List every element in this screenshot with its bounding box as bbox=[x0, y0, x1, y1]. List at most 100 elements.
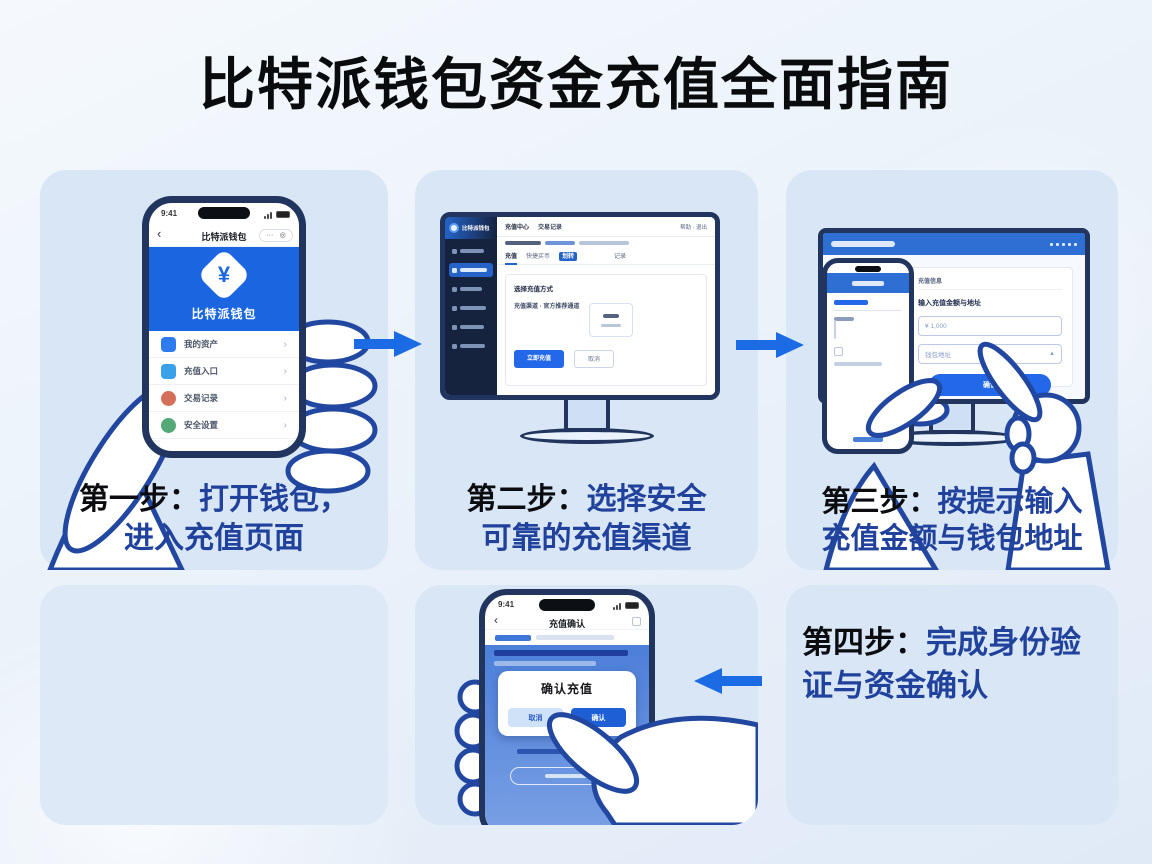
sidebar: 比特派钱包 bbox=[445, 217, 497, 395]
top-nav-bar: 充值中心 交易记录 帮助 · 退出 bbox=[497, 217, 715, 237]
form-label: 输入充值金额与地址 bbox=[918, 300, 981, 307]
step3-panel: 充值信息 输入充值金额与地址 ¥ 1,000 钱包地址 ▲ 确认 bbox=[786, 170, 1118, 570]
chevron-right-icon: › bbox=[283, 365, 287, 377]
menu-item-label: 充值入口 bbox=[184, 366, 219, 376]
wallet-logo-icon: ¥ bbox=[197, 248, 251, 302]
more-icon: ··· bbox=[266, 232, 274, 239]
sub-header bbox=[485, 630, 649, 645]
caption-line2: 充值金额与钱包地址 bbox=[821, 522, 1083, 555]
status-time: 9:41 bbox=[161, 209, 178, 218]
tab: 快捷买币 bbox=[526, 253, 551, 260]
step4-panel: 9:41 ‹ 充值确认 确认充值 取消 bbox=[415, 585, 758, 825]
cancel-button: 取消 bbox=[508, 708, 563, 727]
menu-item: 安全设置 › bbox=[149, 412, 299, 439]
menu-item-label: 交易记录 bbox=[184, 393, 219, 403]
main-content: 充值中心 交易记录 帮助 · 退出 充值 快捷买币 划转 记录 选择充值方式 bbox=[497, 217, 715, 395]
chevron-right-icon: › bbox=[283, 392, 287, 404]
deposit-icon bbox=[161, 363, 176, 379]
form-title: 充值信息 bbox=[918, 276, 1062, 290]
brand-name: 比特派钱包 bbox=[462, 226, 490, 232]
sidebar-item bbox=[449, 301, 493, 315]
step2-caption: 第二步：选择安全 可靠的充值渠道 bbox=[415, 481, 758, 558]
input-box bbox=[834, 320, 836, 339]
step1-caption: 第一步：打开钱包， 进入充值页面 bbox=[40, 481, 388, 558]
step4-caption: 第四步：完成身份验 证与资金确认 bbox=[802, 621, 1081, 708]
sidebar-item bbox=[449, 339, 493, 353]
dynamic-island bbox=[198, 207, 250, 219]
phone-status-bar: 9:41 bbox=[485, 595, 649, 613]
confirm-button: 确认 bbox=[928, 374, 1052, 396]
caption-text: 完成身份验 bbox=[926, 625, 1081, 660]
step-number: 第三步： bbox=[821, 485, 938, 518]
phone-step3 bbox=[822, 258, 914, 454]
confirm-dialog: 确认充值 取消 确认 bbox=[498, 671, 636, 736]
wallet-banner-label: 比特派钱包 bbox=[191, 307, 257, 321]
step4-caption-panel: 第四步：完成身份验 证与资金确认 bbox=[786, 585, 1118, 825]
monitor-stand-neck bbox=[929, 400, 975, 434]
transaction-detail-area: 确认充值 取消 确认 bbox=[485, 645, 649, 825]
phone-form-content bbox=[827, 293, 909, 366]
wallet-menu-list: 我的资产 › 充值入口 › 交易记录 › 安全设置 › bbox=[149, 331, 299, 439]
tab: 记录 bbox=[614, 253, 627, 260]
phone-step4: 9:41 ‹ 充值确认 确认充值 取消 bbox=[479, 589, 655, 825]
sidebar-item-active bbox=[449, 263, 493, 277]
caption-line1: 第一步：打开钱包， bbox=[40, 481, 388, 519]
arrow-right-icon bbox=[354, 331, 422, 357]
battery-icon bbox=[276, 211, 290, 218]
top-nav-user: 帮助 · 退出 bbox=[680, 224, 707, 231]
phone-step1: 9:41 ‹ 比特派钱包 ··· ◎ ¥ 比特派钱包 我的资产 bbox=[142, 196, 306, 458]
card-title: 选择充值方式 bbox=[514, 286, 553, 293]
target-icon: ◎ bbox=[279, 232, 286, 239]
mini-program-capsule: ··· ◎ bbox=[259, 229, 293, 242]
desktop-monitor: 比特派钱包 充值中心 交易记录 帮助 · 退出 bbox=[440, 212, 720, 400]
button-row: 立即充值 取消 bbox=[514, 350, 698, 368]
recharge-form: 充值信息 输入充值金额与地址 ¥ 1,000 钱包地址 ▲ 确认 bbox=[907, 267, 1073, 396]
phone-footer bbox=[827, 437, 909, 442]
address-pill bbox=[831, 241, 895, 247]
breadcrumb bbox=[497, 237, 715, 249]
form-row: 充值渠道 · 官方推荐通道 bbox=[514, 303, 698, 337]
phone-nav-bar: ‹ 比特派钱包 ··· ◎ bbox=[149, 223, 299, 247]
caption-line2: 证与资金确认 bbox=[802, 668, 988, 704]
yuan-symbol: ¥ bbox=[217, 262, 231, 287]
step1-panel: 9:41 ‹ 比特派钱包 ··· ◎ ¥ 比特派钱包 我的资产 bbox=[40, 170, 388, 570]
top-nav-item: 充值中心 bbox=[505, 225, 530, 231]
amount-input: ¥ 1,000 bbox=[918, 316, 1062, 336]
caption-text: 打开钱包， bbox=[199, 483, 349, 517]
step2-panel: 比特派钱包 充值中心 交易记录 帮助 · 退出 bbox=[415, 170, 758, 570]
back-icon: ‹ bbox=[494, 613, 498, 627]
tab-active: 充值 bbox=[505, 253, 518, 265]
tab-bar: 充值 快捷买币 划转 记录 bbox=[497, 249, 715, 265]
menu-item-label: 我的资产 bbox=[184, 339, 219, 349]
detail-lines bbox=[500, 749, 635, 754]
caption-text: 按提示输入 bbox=[937, 485, 1083, 518]
step-number: 第二步： bbox=[466, 483, 587, 517]
wallet-banner: ¥ 比特派钱包 bbox=[149, 247, 299, 331]
phone-nav-title: 充值确认 bbox=[548, 619, 585, 629]
back-icon: ‹ bbox=[157, 226, 162, 241]
tab-badge: 划转 bbox=[559, 252, 578, 261]
fist-shape bbox=[1010, 392, 1082, 464]
sidebar-item bbox=[449, 282, 493, 296]
secondary-button bbox=[509, 767, 625, 785]
phone-status-bar bbox=[827, 263, 909, 273]
caption-line2: 进入充值页面 bbox=[124, 521, 304, 555]
phone-nav-title: 比特派钱包 bbox=[201, 232, 247, 242]
chevron-right-icon: › bbox=[283, 419, 287, 431]
arrow-left-icon bbox=[694, 668, 762, 694]
dialog-title: 确认充值 bbox=[540, 682, 593, 696]
monitor-stand-base bbox=[519, 428, 654, 444]
menu-item: 充值入口 › bbox=[149, 358, 299, 385]
curled-finger-shape bbox=[1009, 441, 1037, 475]
share-icon bbox=[632, 617, 641, 626]
address-input: 钱包地址 ▲ bbox=[918, 344, 1062, 364]
step-number: 第四步： bbox=[802, 625, 926, 660]
phone-header bbox=[827, 273, 909, 293]
confirm-button: 确认 bbox=[571, 708, 626, 727]
recharge-button: 立即充值 bbox=[514, 350, 565, 368]
upload-icon: ▲ bbox=[1049, 351, 1055, 357]
dialog-buttons: 取消 确认 bbox=[508, 708, 626, 727]
empty-panel bbox=[40, 585, 388, 825]
menu-item: 交易记录 › bbox=[149, 385, 299, 412]
